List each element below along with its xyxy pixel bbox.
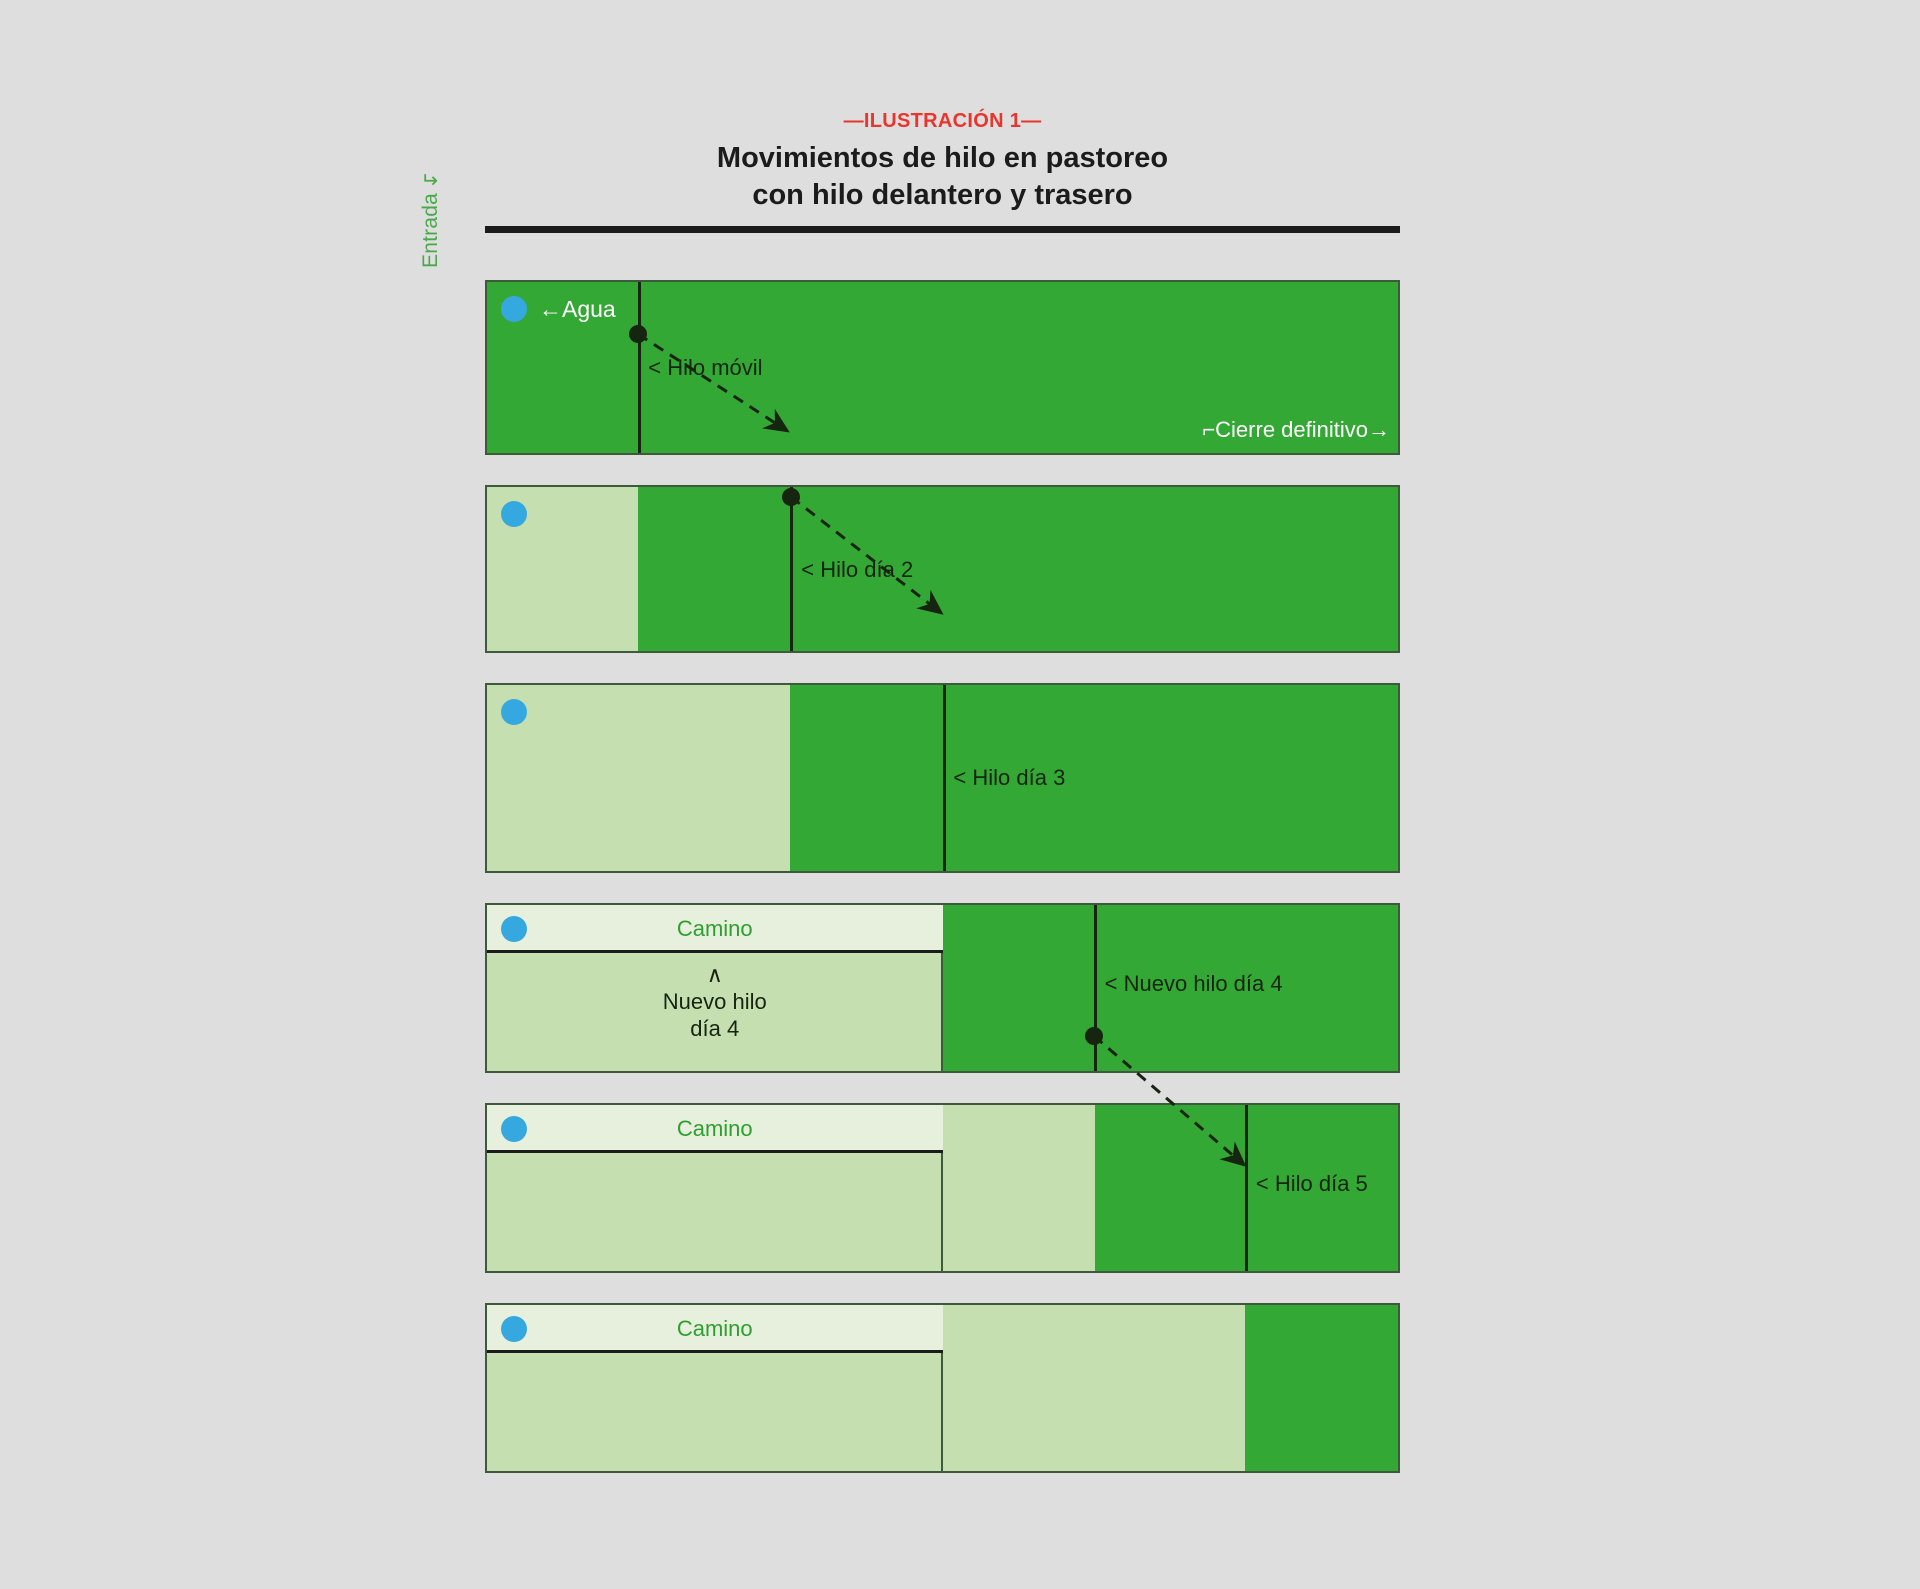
paddock-row-day-1: ←Agua < Hilo móvil ⌐Cierre definitivo→ [485,280,1400,455]
paddock-row-day-4: Camino ∧ Nuevo hilo día 4 < Nuevo hilo d… [485,903,1400,1073]
water-dot-icon [501,916,527,942]
entrada-side-label: Entrada ↴ [418,128,444,268]
water-label: ←Agua [539,296,616,322]
movable-wire [638,282,642,453]
water-dot-icon [501,296,527,322]
segment-grazed [942,1105,1095,1271]
segment-grazed [942,1305,1245,1471]
final-closing-label: ⌐Cierre definitivo→ [1202,417,1390,442]
segment-ungrazed [790,685,1398,871]
camino-label: Camino [676,1316,753,1341]
water-dot-icon [501,1116,527,1142]
camino-label: Camino [676,916,753,941]
camino-lane: Camino [487,1305,943,1353]
title-line-1: Movimientos de hilo en pastoreo [716,142,1169,174]
segment-grazed [487,1153,943,1271]
wire-label-day-2: < Hilo día 2 [801,557,914,582]
header-divider [485,226,1400,233]
segment-grazed [487,1353,943,1471]
camino-label: Camino [676,1116,753,1141]
entrada-label-text: Entrada [419,193,442,268]
segment-grazed [487,685,791,871]
wire-day-5 [1244,1105,1248,1271]
water-dot-icon [501,1316,527,1342]
illustration-kicker: —ILUSTRACIÓN 1— [843,110,1042,132]
page-title: Movimientos de hilo en pastoreo con hilo… [485,140,1400,214]
wire-day-4 [1093,905,1097,1071]
paddock-row-day-2: < Hilo día 2 [485,485,1400,653]
camino-lane: Camino [487,905,943,953]
paddock-row-day-6: Camino [485,1303,1400,1473]
paddock-row-day-5: Camino < Hilo día 5 [485,1103,1400,1273]
water-dot-icon [501,699,527,725]
water-dot-icon [501,501,527,527]
title-line-2: con hilo delantero y trasero [752,179,1133,212]
segment-ungrazed [1244,1305,1398,1471]
camino-lane: Camino [487,1105,943,1153]
new-wire-caret-icon: ∧ [706,962,723,987]
segment-ungrazed [638,487,1398,651]
segment-grazed [487,953,943,1071]
new-wire-note-day-4: ∧ Nuevo hilo día 4 [487,962,943,1042]
wire-label-day-5: < Hilo día 5 [1255,1171,1368,1196]
wire-label-day-1: < Hilo móvil [648,355,763,380]
wire-label-day-3: < Hilo día 3 [953,765,1066,790]
wire-day-2 [790,487,794,651]
new-wire-note-line-2: día 4 [690,1015,740,1041]
new-wire-note-line-1: Nuevo hilo [662,988,767,1014]
wire-day-3 [942,685,946,871]
entry-arrow-icon: ↴ [419,169,442,187]
wire-label-day-4: < Nuevo hilo día 4 [1104,971,1283,996]
paddock-row-day-3: < Hilo día 3 [485,683,1400,873]
